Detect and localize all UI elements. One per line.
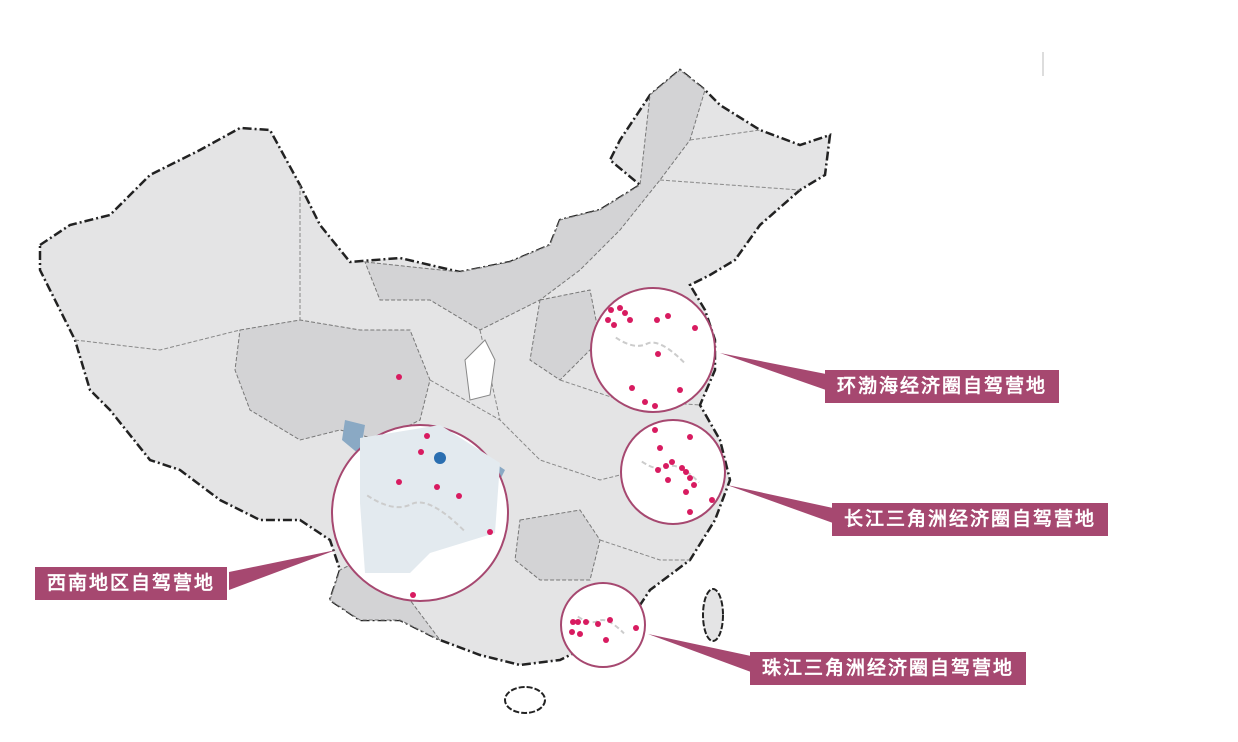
campsite-dot	[608, 307, 614, 313]
campsite-dot	[570, 619, 576, 625]
zoom-inset-bohai	[590, 287, 716, 413]
zoom-inset-southwest	[331, 424, 509, 602]
campsite-dot	[456, 493, 462, 499]
inset-boundary	[577, 615, 625, 635]
campsite-dot	[396, 479, 402, 485]
province-shading	[234, 69, 706, 641]
campsite-dot	[410, 592, 416, 598]
campsite-dot	[605, 317, 611, 323]
campsite-dot	[622, 310, 628, 316]
label-yangtze: 长江三角洲经济圈自驾营地	[832, 503, 1109, 536]
campsite-dot	[654, 317, 660, 323]
campsite-dot	[691, 482, 697, 488]
campsite-dot	[683, 489, 689, 495]
campsite-dot	[687, 434, 693, 440]
campsite-dot	[687, 475, 693, 481]
label-pearl: 珠江三角洲经济圈自驾营地	[750, 652, 1027, 685]
china-outline	[38, 68, 832, 667]
campsite-dot	[617, 305, 623, 311]
inset-circle	[560, 582, 646, 668]
campsite-dot	[575, 619, 581, 625]
campsite-dot	[655, 351, 661, 357]
campsite-dot	[603, 637, 609, 643]
sichuan-region	[360, 425, 500, 573]
campsite-dot	[607, 617, 613, 623]
campsite-dot	[657, 445, 663, 451]
campsite-dot	[669, 459, 675, 465]
beijing-ningxia-patch	[464, 339, 496, 401]
campsite-dot	[627, 317, 633, 323]
campsite-dot	[665, 477, 671, 483]
inset-boundary	[615, 336, 685, 364]
campsite-dot	[683, 469, 689, 475]
campsite-dot	[633, 625, 639, 631]
campsite-dot	[434, 484, 440, 490]
campsite-dot	[663, 463, 669, 469]
taiwan	[702, 588, 724, 642]
campsite-dot	[679, 465, 685, 471]
campsite-dot	[655, 467, 661, 473]
inset-boundary	[366, 494, 465, 532]
campsite-dot	[577, 631, 583, 637]
zoom-inset-yangtze	[620, 419, 726, 525]
campsite-dot	[611, 322, 617, 328]
campsite-dot	[487, 529, 493, 535]
hainan	[504, 686, 546, 714]
label-bohai: 环渤海经济圈自驾营地	[825, 370, 1060, 403]
campsite-dot	[595, 621, 601, 627]
campsite-dot	[665, 313, 671, 319]
campsite-dot	[652, 427, 658, 433]
inset-circle	[590, 287, 716, 413]
campsite-dot	[418, 449, 424, 455]
campsite-dot	[687, 509, 693, 515]
campsite-dot	[652, 403, 658, 409]
inset-circle	[620, 419, 726, 525]
campsite-dot	[424, 433, 430, 439]
campsite-dot	[709, 497, 715, 503]
campsite-dot	[569, 629, 575, 635]
campsite-dot	[629, 385, 635, 391]
label-southwest: 西南地区自驾营地	[35, 567, 228, 600]
campsite-dot	[583, 619, 589, 625]
label-pointers	[229, 353, 833, 672]
campsite-dot	[642, 399, 648, 405]
campsite-dot	[677, 387, 683, 393]
zoom-inset-pearl	[560, 582, 646, 668]
campsite-dot	[692, 325, 698, 331]
highlight-campsite-dot	[434, 452, 446, 464]
qinghai-campsite-dot	[396, 374, 402, 380]
